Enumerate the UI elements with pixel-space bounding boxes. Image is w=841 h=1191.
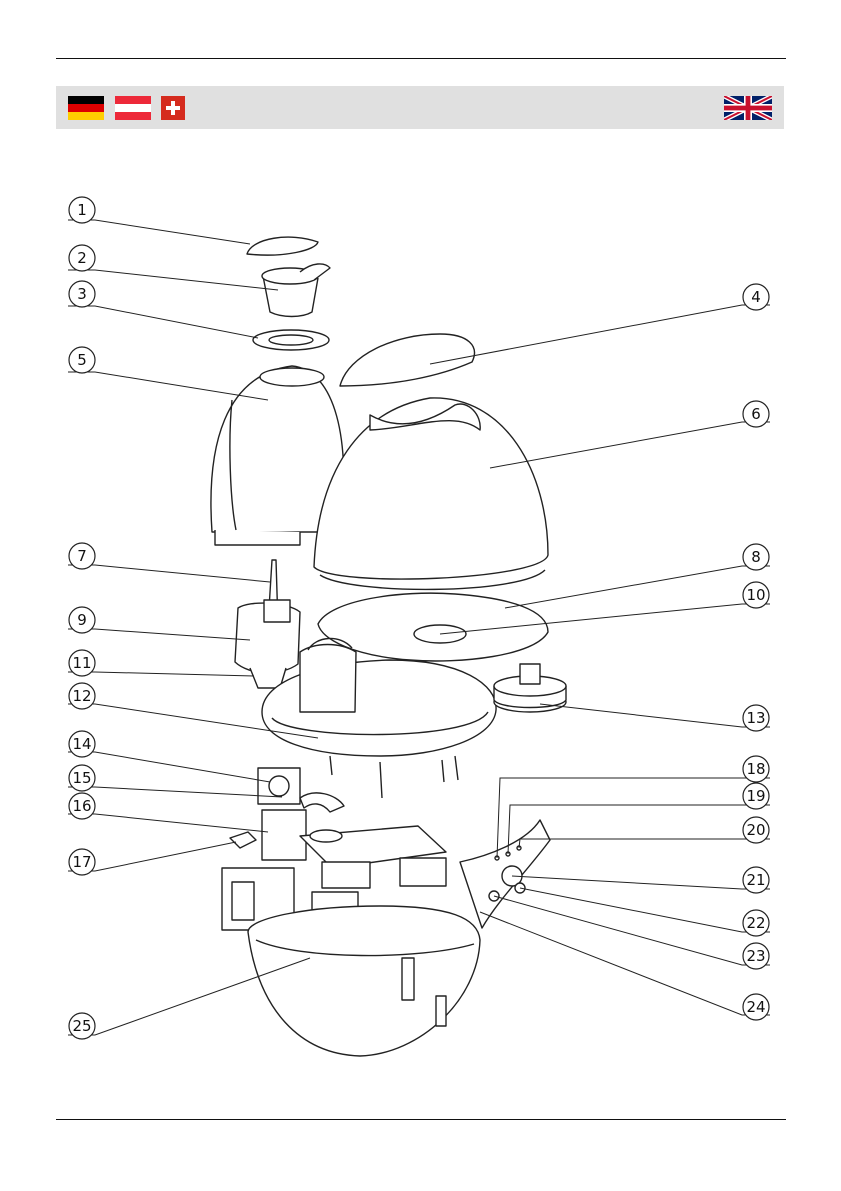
callout-number: 8 [751,548,761,566]
callout-number: 2 [77,249,87,267]
callout-17: 17 [69,849,95,875]
callout-number: 7 [77,547,87,565]
callout-3: 3 [69,281,95,307]
callout-number: 15 [72,769,91,787]
callout-number: 11 [72,654,91,672]
bottom-divider [56,1119,786,1120]
part-base-shell [248,906,480,1056]
part-control-panel [460,820,550,928]
callout-number: 22 [746,914,765,932]
callout-10: 10 [743,582,769,608]
callout-number: 20 [746,821,765,839]
callout-number: 10 [746,586,765,604]
callout-2: 2 [69,245,95,271]
callout-number: 16 [72,797,91,815]
part-transducer-board [300,826,446,888]
callout-number: 21 [746,871,765,889]
callout-number: 1 [77,201,87,219]
callout-5: 5 [69,347,95,373]
callout-number: 6 [751,405,761,423]
part-fill-funnel [262,264,330,317]
callout-number: 13 [746,709,765,727]
callout-8: 8 [743,544,769,570]
callout-23: 23 [743,943,769,969]
callout-9: 9 [69,607,95,633]
callout-1: 1 [69,197,95,223]
part-housing-dome [314,398,548,590]
callout-4: 4 [743,284,769,310]
callout-number: 18 [746,760,765,778]
callout-16: 16 [69,793,95,819]
part-valve-assembly [235,600,300,688]
callout-20: 20 [743,817,769,843]
callout-15: 15 [69,765,95,791]
callout-number: 9 [77,611,87,629]
callout-number: 23 [746,947,765,965]
part-seal-ring [253,330,329,350]
callout-number: 3 [77,285,87,303]
callout-19: 19 [743,783,769,809]
callout-25: 25 [69,1013,95,1039]
callout-number: 19 [746,787,765,805]
callout-18: 18 [743,756,769,782]
callout-number: 4 [751,288,761,306]
part-small-knob [230,832,256,848]
part-small-cap [247,237,318,255]
callout-11: 11 [69,650,95,676]
callout-14: 14 [69,731,95,757]
callout-number: 12 [72,687,91,705]
callout-number: 25 [72,1017,91,1035]
callout-21: 21 [743,867,769,893]
callout-number: 5 [77,351,87,369]
part-top-cover [340,334,474,386]
callout-22: 22 [743,910,769,936]
callout-13: 13 [743,705,769,731]
callout-number: 24 [746,998,765,1016]
part-fan-wheel [494,664,566,712]
callout-12: 12 [69,683,95,709]
callout-6: 6 [743,401,769,427]
callout-7: 7 [69,543,95,569]
callout-24: 24 [743,994,769,1020]
callout-number: 14 [72,735,91,753]
callout-number: 17 [72,853,91,871]
